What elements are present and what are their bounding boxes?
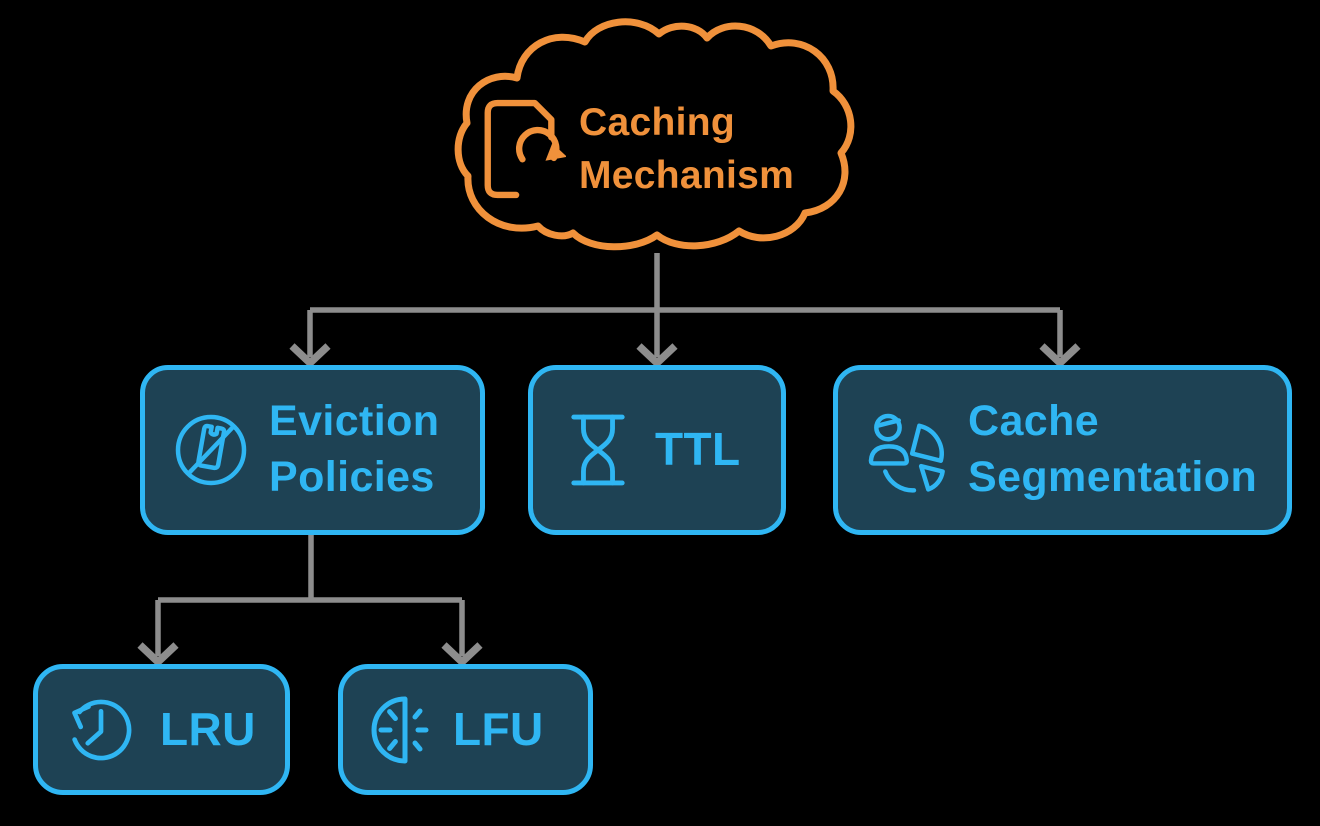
node-label: Cache Segmentation	[968, 397, 1258, 501]
clock-history-icon	[72, 699, 132, 760]
hourglass-icon	[571, 414, 625, 486]
edge-eviction-children	[155, 535, 465, 656]
node-label: TTL	[655, 423, 741, 476]
node-ttl: TTL	[528, 365, 786, 535]
node-cache-segmentation: Cache Segmentation	[833, 365, 1292, 535]
arrowhead-icon	[1039, 343, 1081, 369]
node-lfu: LFU	[338, 664, 593, 795]
node-label: LFU	[453, 702, 544, 755]
half-dial-frequency-icon	[371, 696, 429, 763]
refresh-document-icon	[484, 99, 566, 199]
arrowhead-icon	[137, 642, 179, 668]
arrowhead-icon	[441, 642, 483, 668]
node-lru: LRU	[33, 664, 290, 795]
node-label: LRU	[160, 702, 256, 755]
cloud-shape	[454, 18, 855, 251]
edge-root-children	[307, 253, 1063, 357]
node-label: Eviction Policies	[269, 397, 440, 501]
arrowhead-icon	[289, 343, 331, 369]
root-label: Caching Mechanism	[579, 101, 795, 198]
user-pie-segments-icon	[868, 413, 945, 493]
no-plastic-bag-icon	[175, 414, 247, 486]
root-node-caching-mechanism: Caching Mechanism	[450, 12, 862, 260]
arrowhead-icon	[636, 343, 678, 369]
node-eviction-policies: Eviction Policies	[140, 365, 485, 535]
